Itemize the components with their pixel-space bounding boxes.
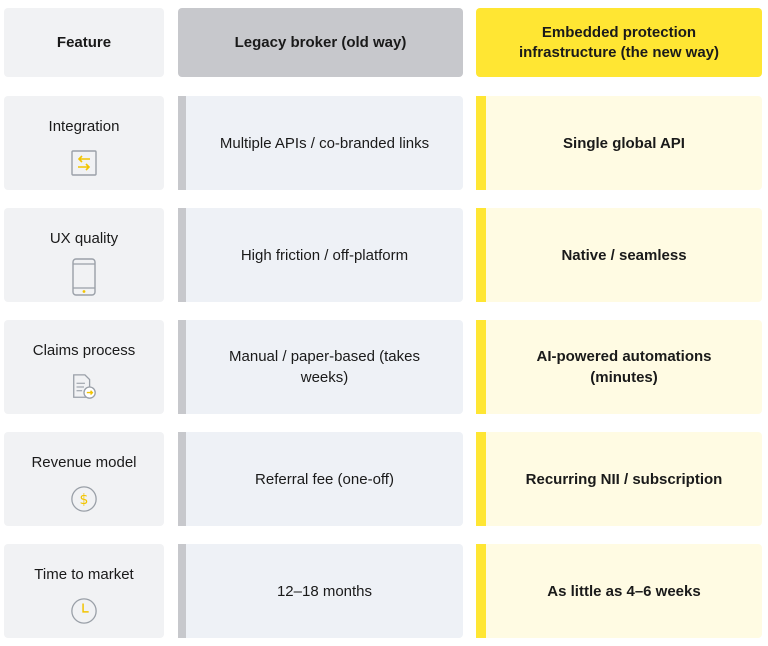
- header-feature-label: Feature: [56, 34, 112, 51]
- feature-cell-ux-quality: UX quality: [4, 208, 164, 302]
- svg-text:$: $: [80, 492, 89, 508]
- new-text: As little as 4–6 weeks: [547, 582, 701, 600]
- legacy-cell-integration: Multiple APIs / co-branded links: [178, 96, 463, 190]
- feature-label: Claims process: [32, 342, 136, 359]
- legacy-text: Referral fee (one-off): [255, 470, 394, 488]
- new-cell-revenue-model: Recurring NII / subscription: [476, 432, 762, 526]
- legacy-text: High friction / off-platform: [240, 246, 409, 264]
- dollar-coin-icon: $: [70, 485, 98, 513]
- document-arrow-icon: [70, 373, 98, 401]
- legacy-cell-claims-process: Manual / paper-based (takes weeks): [178, 320, 463, 414]
- header-legacy: Legacy broker (old way): [178, 8, 463, 77]
- new-text: Recurring NII / subscription: [525, 470, 723, 488]
- feature-label: Integration: [48, 118, 120, 135]
- legacy-text: Multiple APIs / co-branded links: [219, 134, 430, 152]
- new-cell-claims-process: AI-powered automations (minutes): [476, 320, 762, 414]
- feature-cell-time-to-market: Time to market: [4, 544, 164, 638]
- feature-label: UX quality: [49, 230, 119, 247]
- header-new-label: Embedded protection infrastructure (the …: [518, 23, 720, 61]
- new-cell-integration: Single global API: [476, 96, 762, 190]
- integration-arrows-icon: [70, 149, 98, 177]
- legacy-text: Manual / paper-based (takes weeks): [229, 348, 420, 386]
- legacy-cell-ux-quality: High friction / off-platform: [178, 208, 463, 302]
- legacy-cell-revenue-model: Referral fee (one-off): [178, 432, 463, 526]
- new-text: AI-powered automations (minutes): [536, 348, 712, 386]
- feature-cell-claims-process: Claims process: [4, 320, 164, 414]
- feature-label: Time to market: [34, 566, 134, 583]
- legacy-cell-time-to-market: 12–18 months: [178, 544, 463, 638]
- clock-icon: [70, 597, 98, 625]
- feature-cell-revenue-model: Revenue model $: [4, 432, 164, 526]
- header-legacy-label: Legacy broker (old way): [234, 34, 407, 51]
- new-cell-time-to-market: As little as 4–6 weeks: [476, 544, 762, 638]
- header-new: Embedded protection infrastructure (the …: [476, 8, 762, 77]
- legacy-text: 12–18 months: [276, 582, 373, 600]
- new-text: Single global API: [563, 134, 685, 152]
- feature-cell-integration: Integration: [4, 96, 164, 190]
- new-cell-ux-quality: Native / seamless: [476, 208, 762, 302]
- header-feature: Feature: [4, 8, 164, 77]
- feature-label: Revenue model: [31, 454, 137, 471]
- smartphone-icon: [70, 258, 98, 296]
- new-text: Native / seamless: [561, 246, 687, 264]
